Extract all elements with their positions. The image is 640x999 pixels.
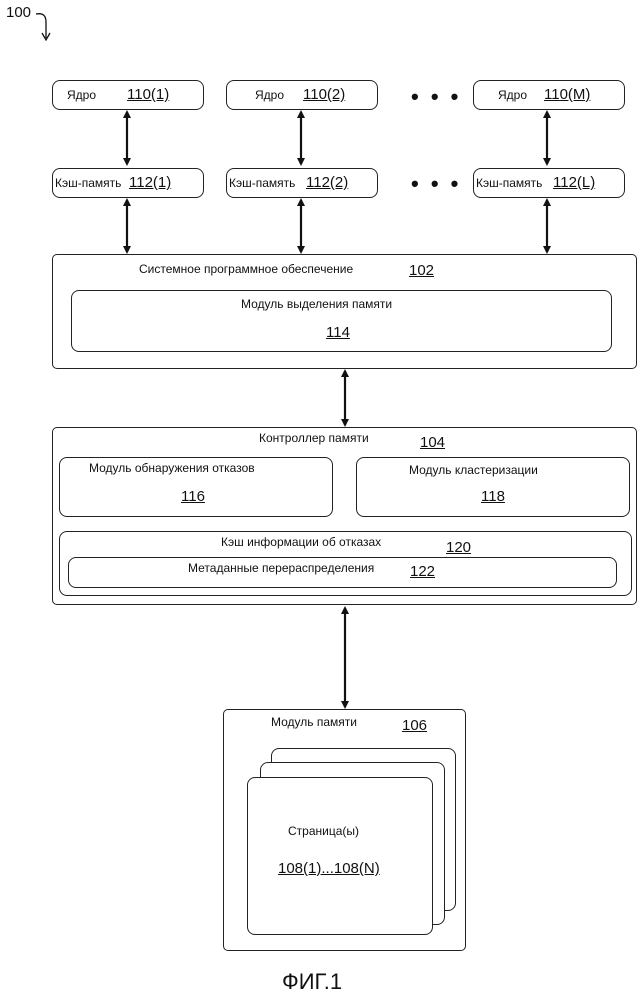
clustering-id: 118	[481, 488, 505, 505]
cache-box-1: Кэш-память 112(1)	[52, 168, 204, 198]
cache-label: Кэш-память	[476, 176, 542, 190]
page-stack-front: Страница(ы) 108(1)...108(N)	[247, 777, 433, 935]
cache-label: Кэш-память	[229, 176, 295, 190]
cache-id: 112(2)	[306, 174, 348, 191]
fault-detector-label: Модуль обнаружения отказов	[89, 461, 255, 475]
memory-module-id: 106	[402, 717, 427, 734]
clustering-box: Модуль кластеризации 118	[356, 457, 630, 517]
core-box-2: Ядро 110(2)	[226, 80, 378, 110]
core-id: 110(2)	[303, 86, 345, 103]
remap-metadata-id: 122	[410, 563, 435, 580]
fault-detector-id: 116	[181, 488, 205, 505]
system-software-label: Системное программное обеспечение	[139, 262, 353, 276]
figure-caption: ФИГ.1	[282, 969, 342, 995]
core-ellipsis: • • •	[411, 86, 461, 108]
fault-info-cache-label: Кэш информации об отказах	[221, 535, 381, 549]
memory-controller-box: Контроллер памяти 104 Модуль обнаружения…	[52, 427, 637, 605]
memory-controller-id: 104	[420, 434, 445, 451]
clustering-label: Модуль кластеризации	[409, 463, 538, 477]
memory-allocator-id: 114	[326, 324, 350, 341]
core-box-1: Ядро 110(1)	[52, 80, 204, 110]
remap-metadata-box: Метаданные перераспределения 122	[68, 557, 617, 588]
cache-box-2: Кэш-память 112(2)	[226, 168, 378, 198]
memory-module-box: Модуль памяти 106 Страница(ы) 108(1)...1…	[223, 709, 466, 951]
system-software-box: Системное программное обеспечение 102 Мо…	[52, 254, 637, 369]
core-id: 110(1)	[127, 86, 169, 103]
pages-label: Страница(ы)	[288, 824, 359, 838]
cache-box-l: Кэш-память 112(L)	[473, 168, 625, 198]
cache-ellipsis: • • •	[411, 173, 461, 195]
core-label: Ядро	[67, 88, 96, 102]
cache-id: 112(L)	[553, 174, 595, 191]
fault-info-cache-box: Кэш информации об отказах 120 Метаданные…	[59, 531, 632, 596]
core-label: Ядро	[255, 88, 284, 102]
remap-metadata-label: Метаданные перераспределения	[188, 561, 374, 575]
pages-id: 108(1)...108(N)	[278, 860, 380, 877]
cache-label: Кэш-память	[55, 176, 121, 190]
cache-id: 112(1)	[129, 174, 171, 191]
memory-allocator-label: Модуль выделения памяти	[241, 297, 392, 311]
core-id: 110(M)	[544, 86, 590, 103]
memory-allocator-box: Модуль выделения памяти 114	[71, 290, 612, 352]
core-box-m: Ядро 110(M)	[473, 80, 625, 110]
core-label: Ядро	[498, 88, 527, 102]
memory-module-label: Модуль памяти	[271, 715, 357, 729]
fault-detector-box: Модуль обнаружения отказов 116	[59, 457, 333, 517]
memory-controller-label: Контроллер памяти	[259, 431, 369, 445]
system-software-id: 102	[409, 262, 434, 279]
fault-info-cache-id: 120	[446, 539, 471, 556]
